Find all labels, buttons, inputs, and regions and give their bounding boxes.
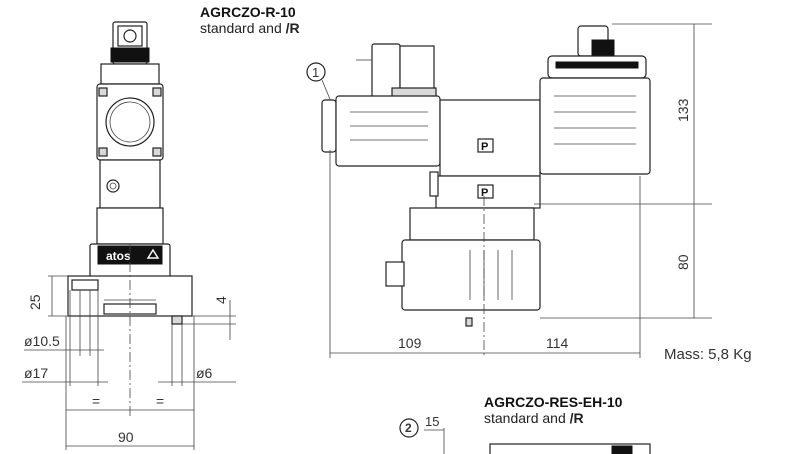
side-valve-body [99,159,161,209]
model-subtitle-bottom-bold: /R [570,410,584,426]
atos-logo-triangle-icon [146,248,160,259]
side-dimensions: 25 4 ø10.5 ø17 ø6 = = 90 [22,244,236,450]
model-subtitle-top-text: standard and [200,20,286,36]
front-right-connector-band [555,61,639,69]
front-center-body [439,99,541,177]
dim-10-5-label: ø10.5 [24,333,60,349]
front-lower-body-plug [429,171,439,197]
front-driver-top [409,207,535,241]
side-base-pin [171,315,183,325]
front-left-coil-cap [321,99,337,153]
side-coil-face [105,97,155,147]
dim-eq-left-label: = [92,393,100,409]
model-subtitle-top: standard and /R [200,20,300,36]
callout-1-circle [306,62,326,82]
model-subtitle-bottom: standard and /R [484,410,584,426]
dim-114-label: 114 [546,335,569,351]
dim-133-label: 133 [675,98,691,122]
dim-25-label: 25 [27,294,43,310]
callout-2-dim-label: 15 [425,414,439,429]
port-p-lower-label: P [481,187,488,199]
side-coil-face-inner [109,101,151,143]
atos-logo: atos [106,249,131,263]
dim-90-label: 90 [118,429,134,445]
side-coil-bolt-bl [98,147,108,157]
side-connector-grip [110,47,150,63]
front-view: 1 P P [306,25,651,356]
side-view: atos [67,21,193,325]
bottom-view-partial: 2 15 [399,414,651,454]
dim-4-label: 4 [213,296,229,304]
dim-80-label: 80 [675,254,691,270]
front-right-connector-grip [591,39,615,57]
front-right-coil [539,77,651,175]
side-coil-bolt-tl [98,87,108,97]
front-left-coil [335,95,441,167]
side-coil-top [100,63,160,85]
bottom-view-body [489,443,651,454]
side-coil-bolt-tr [152,87,162,97]
model-title-top: AGRCZO-R-10 [200,4,296,20]
bottom-view-connector [611,445,633,454]
front-dimensions: 133 80 109 114 [329,23,712,358]
front-driver-connector [385,261,405,287]
side-lower-body [96,207,164,245]
dim-6-label: ø6 [196,365,213,381]
callout-2-label: 2 [405,421,412,435]
side-plug-inner [109,182,117,190]
dim-17-label: ø17 [24,365,48,381]
dim-eq-right-label: = [156,393,164,409]
side-coil-bolt-br [152,147,162,157]
model-subtitle-top-bold: /R [286,20,300,36]
side-plug [106,179,120,193]
front-driver-pin [465,317,473,327]
front-left-connector-head [399,45,435,93]
side-base-pad [71,279,99,291]
side-connector-window [117,25,143,47]
port-p-lower-box [477,184,494,199]
front-driver [401,239,541,311]
callout-2-circle [399,418,419,438]
callout-1-label: 1 [312,65,319,80]
mass-label: Mass: 5,8 Kg [664,346,752,363]
dim-109-label: 109 [398,335,422,351]
port-p-upper-label: P [481,141,488,153]
side-connector-screw [123,29,137,43]
model-subtitle-bottom-text: standard and [484,410,570,426]
port-p-upper-box [477,138,494,153]
model-title-bottom: AGRCZO-RES-EH-10 [484,394,623,410]
